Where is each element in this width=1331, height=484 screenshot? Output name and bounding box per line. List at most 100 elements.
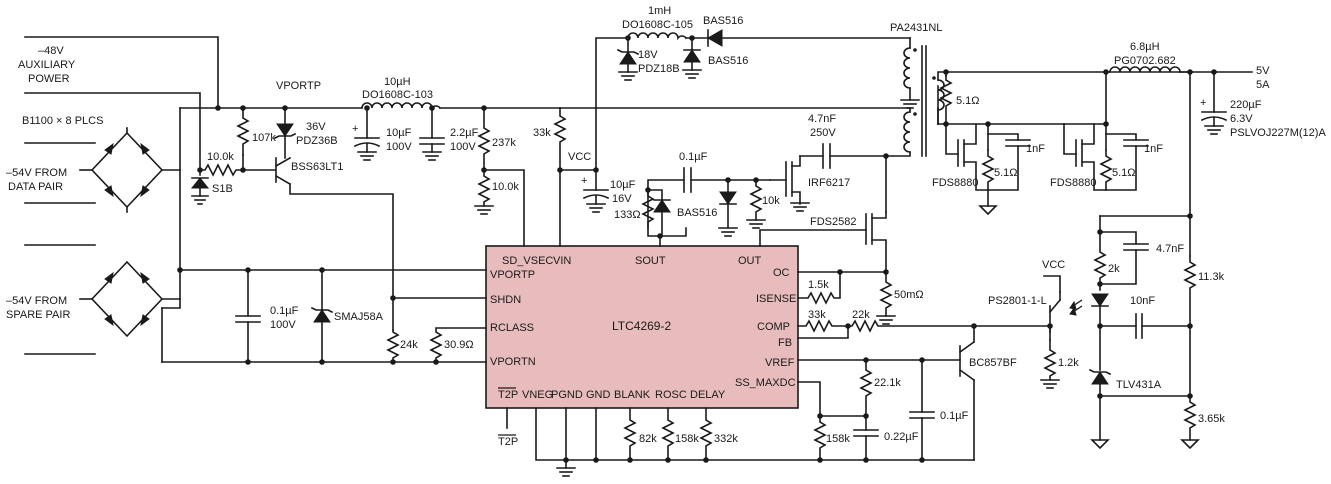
capacitor-220u: + 220µF 6.3V PSLVOJ227M(12)A xyxy=(1200,71,1326,139)
svg-text:PA2431NL: PA2431NL xyxy=(890,22,942,34)
diode-bas516-aux: BAS516 xyxy=(685,15,911,47)
pin-fb: FB xyxy=(778,337,792,349)
svg-text:TLV431A: TLV431A xyxy=(1116,379,1162,391)
input-labels: –48V AUXILIARY POWER B1100 × 8 PLCS –54V… xyxy=(6,45,103,321)
svg-text:158k: 158k xyxy=(826,433,850,445)
vportp-net-label: VPORTP xyxy=(276,80,321,92)
svg-text:24k: 24k xyxy=(400,339,418,351)
svg-text:22.1k: 22.1k xyxy=(874,377,901,389)
svg-text:BAS516: BAS516 xyxy=(708,55,748,67)
pin-comp: COMP xyxy=(757,321,790,333)
svg-text:BAS516: BAS516 xyxy=(703,15,743,27)
resistor-237k: 237k xyxy=(477,107,525,247)
svg-text:237k: 237k xyxy=(492,137,516,149)
ground-rail xyxy=(535,407,975,477)
svg-text:1.2k: 1.2k xyxy=(1058,357,1079,369)
zener-36v: 36V PDZ36B xyxy=(273,107,338,159)
svg-text:1nF: 1nF xyxy=(1026,143,1045,155)
pin-delay: DELAY xyxy=(690,389,726,401)
resistor-24k: 24k xyxy=(386,295,487,363)
svg-text:SMAJ58A: SMAJ58A xyxy=(334,311,384,323)
capacitor-10uf-100v: + 10µF 100V xyxy=(352,107,412,161)
svg-text:100V: 100V xyxy=(386,141,412,153)
svg-text:1mH: 1mH xyxy=(648,5,671,17)
svg-text:133Ω: 133Ω xyxy=(614,209,641,221)
svg-text:10k: 10k xyxy=(762,195,780,207)
resistor-22k-fb: 22k xyxy=(847,309,1051,333)
svg-text:158k: 158k xyxy=(675,433,699,445)
pin-vneg: VNEG xyxy=(522,389,553,401)
resistor-2k: 2k 4.7nF xyxy=(1093,215,1184,291)
output-rail-feedback: 11.3k 3.65k xyxy=(1099,71,1225,450)
resistor-30k9: 30.9Ω xyxy=(429,327,487,363)
resistor-10k-divider: 10.0k xyxy=(474,169,519,215)
mosfet-irf6217: IRF6217 xyxy=(769,155,850,212)
svg-text:332k: 332k xyxy=(714,433,738,445)
svg-text:BAS516: BAS516 xyxy=(677,207,717,219)
svg-text:BC857BF: BC857BF xyxy=(969,357,1017,369)
transformer-pa2431nl: PA2431NL xyxy=(559,22,1191,157)
svg-text:5.1Ω: 5.1Ω xyxy=(994,167,1018,179)
svg-text:10nF: 10nF xyxy=(1130,295,1155,307)
svg-text:100V: 100V xyxy=(270,319,296,331)
svg-text:5.1Ω: 5.1Ω xyxy=(956,95,980,107)
svg-text:0.1µF: 0.1µF xyxy=(679,151,708,163)
svg-text:BSS63LT1: BSS63LT1 xyxy=(291,161,343,173)
pin-rclass: RCLASS xyxy=(490,322,534,334)
svg-text:33k: 33k xyxy=(533,127,551,139)
svg-text:FDS2582: FDS2582 xyxy=(810,216,856,228)
diode-s1b: S1B xyxy=(190,177,233,205)
svg-text:22k: 22k xyxy=(852,309,870,321)
ss-network: 158k 0.22µF xyxy=(797,381,919,461)
resistor-107k: 107k xyxy=(236,107,276,156)
diode-gate-clamp xyxy=(718,179,738,237)
svg-text:1nF: 1nF xyxy=(1144,143,1163,155)
transistor-bss63: BSS63LT1 xyxy=(240,154,394,331)
pin-gnd: GND xyxy=(586,389,611,401)
pin-shdn: SHDN xyxy=(490,294,521,306)
svg-text:5V: 5V xyxy=(1256,65,1270,77)
svg-text:1.5k: 1.5k xyxy=(808,279,829,291)
sync-fet-b: FDS8880 5.1Ω 1nF xyxy=(1050,69,1163,191)
svg-text:PSLVOJ227M(12)A: PSLVOJ227M(12)A xyxy=(1230,127,1326,139)
capacitor-0u1-ss: 0.1µF xyxy=(909,359,969,461)
bridge-rectifier-spare xyxy=(79,260,181,338)
vcc-node: VCC + 10µF 16V xyxy=(557,37,636,213)
diode-bas516-aux-2: BAS516 xyxy=(682,37,748,79)
svg-text:10µF: 10µF xyxy=(386,127,412,139)
svg-text:3.65k: 3.65k xyxy=(1198,413,1225,425)
resistor-10k-top: 10.0k xyxy=(197,151,276,177)
svg-text:PS2801-1-L: PS2801-1-L xyxy=(988,295,1047,307)
svg-text:16V: 16V xyxy=(612,193,632,205)
bridge-rectifier-data xyxy=(79,127,181,213)
svg-text:0.1µF: 0.1µF xyxy=(940,410,969,422)
shunt-tlv431: TLV431A xyxy=(1088,368,1162,450)
svg-text:220µF: 220µF xyxy=(1230,99,1262,111)
svg-text:11.3k: 11.3k xyxy=(1198,271,1225,283)
svg-text:4.7nF: 4.7nF xyxy=(1156,243,1184,255)
svg-text:18V: 18V xyxy=(638,49,658,61)
svg-text:107k: 107k xyxy=(252,132,276,144)
resistor-158k-osc: 158k xyxy=(661,407,699,461)
resistor-33k-comp: 33k xyxy=(797,309,851,339)
pin-sd-vsec: SD_VSEC xyxy=(502,255,553,267)
svg-text:6.3V: 6.3V xyxy=(1230,113,1253,125)
optocoupler-transistor: VCC PS2801-1-L 1.2k xyxy=(988,259,1079,389)
resistor-33k-vin: 33k xyxy=(533,107,567,247)
bridge-label: B1100 × 8 PLCS xyxy=(22,115,103,127)
pin-vportp: VPORTP xyxy=(490,269,535,281)
pin-out: OUT xyxy=(738,255,762,267)
svg-text:PG0702.682: PG0702.682 xyxy=(1114,55,1176,67)
mosfet-fds2582: FDS2582 xyxy=(759,155,887,271)
diode-bas516-sout: BAS516 xyxy=(647,189,717,237)
svg-text:0.22µF: 0.22µF xyxy=(884,431,919,443)
aux-label-2: AUXILIARY xyxy=(18,59,76,71)
svg-text:6.8µH: 6.8µH xyxy=(1130,41,1160,53)
resistor-1k5: 1.5k xyxy=(797,271,841,305)
pin-oc: OC xyxy=(773,267,790,279)
svg-text:IRF6217: IRF6217 xyxy=(808,177,850,189)
aux-label-1: –48V xyxy=(38,45,64,57)
ltc4269-2-chip: LTC4269-2 SD_VSEC VIN SOUT OUT VPORTP SH… xyxy=(485,245,799,409)
svg-text:+: + xyxy=(581,175,587,187)
